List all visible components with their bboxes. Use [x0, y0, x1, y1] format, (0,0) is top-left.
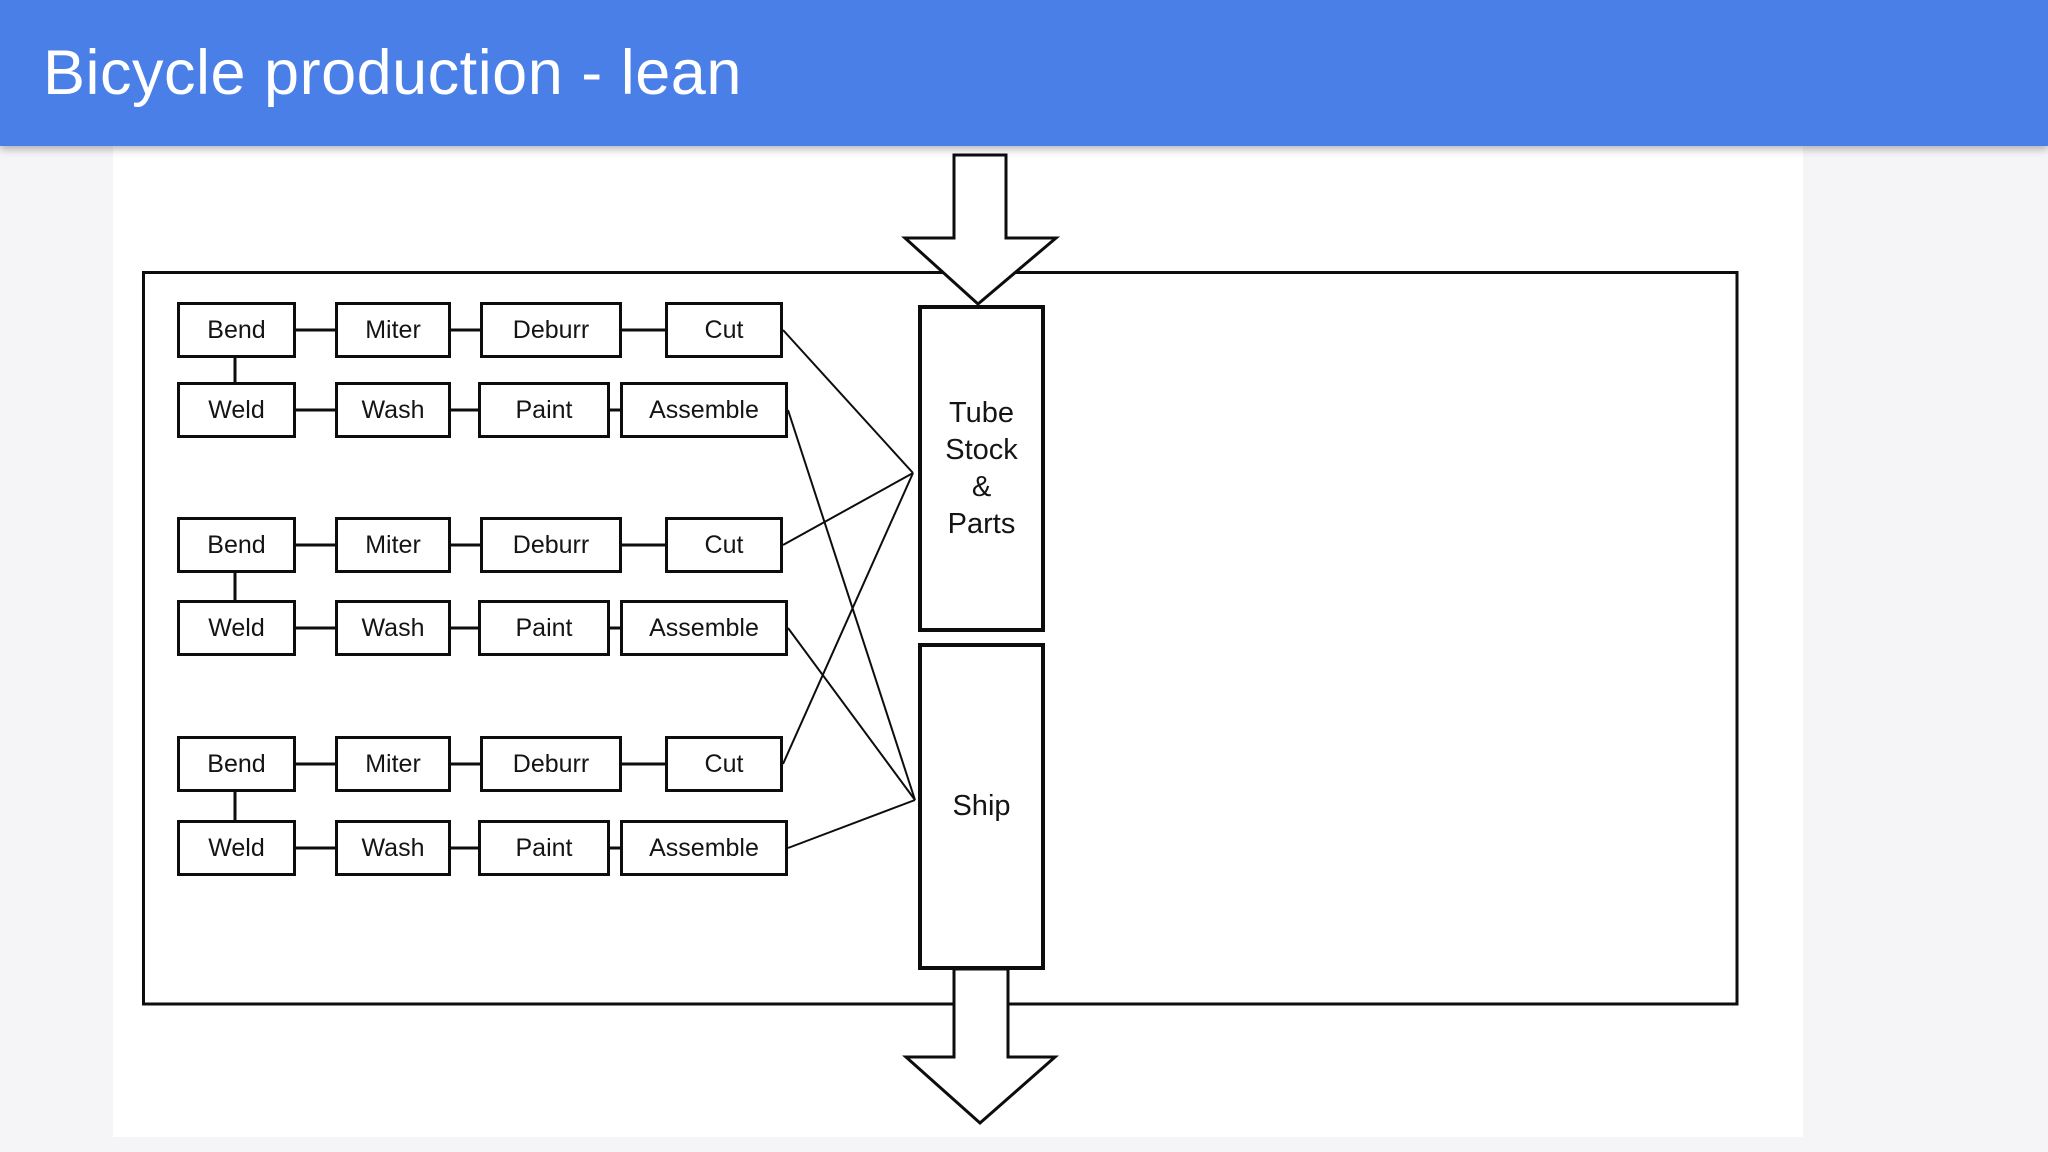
outbound-arrow-icon [902, 967, 1059, 1126]
process-box-wash: Wash [335, 600, 451, 656]
connector-line [782, 472, 914, 546]
box-label: Deburr [512, 749, 590, 778]
box-label: Wash [361, 613, 425, 642]
connector-line [782, 329, 914, 474]
hub-label-line: Parts [947, 507, 1016, 540]
process-box-deburr: Deburr [480, 302, 622, 358]
connector-line [787, 799, 916, 849]
page-title: Bicycle production - lean [43, 38, 742, 108]
process-box-paint: Paint [478, 382, 610, 438]
process-box-cut: Cut [665, 302, 783, 358]
box-label: Bend [207, 749, 266, 778]
box-label: Wash [361, 833, 425, 862]
box-label: Paint [515, 833, 573, 862]
box-label: Bend [207, 315, 266, 344]
hub-label-line: & [971, 470, 992, 503]
process-boundary-rect [142, 271, 1739, 1006]
process-box-assemble: Assemble [620, 382, 788, 438]
connector-line [782, 472, 914, 765]
box-label: Deburr [512, 530, 590, 559]
hub-label-line: Stock [945, 433, 1018, 466]
inbound-arrow-icon [901, 153, 1061, 306]
process-box-paint: Paint [478, 820, 610, 876]
box-label: Weld [208, 613, 265, 642]
hub-label-line: Tube [948, 396, 1015, 429]
connector-line [787, 627, 916, 801]
box-label: Assemble [649, 613, 759, 642]
box-label: Miter [365, 530, 421, 559]
process-box-miter: Miter [335, 736, 451, 792]
box-label: Deburr [512, 315, 590, 344]
box-label: Miter [365, 315, 421, 344]
process-box-cut: Cut [665, 736, 783, 792]
ship-box: Ship [918, 643, 1045, 970]
process-box-wash: Wash [335, 382, 451, 438]
box-label: Paint [515, 613, 573, 642]
process-box-assemble: Assemble [620, 820, 788, 876]
process-box-miter: Miter [335, 517, 451, 573]
process-box-assemble: Assemble [620, 600, 788, 656]
process-box-cut: Cut [665, 517, 783, 573]
process-box-deburr: Deburr [480, 736, 622, 792]
box-label: Assemble [649, 395, 759, 424]
box-label: Assemble [649, 833, 759, 862]
box-label: Cut [704, 530, 744, 559]
box-label: Miter [365, 749, 421, 778]
connector-line [787, 409, 916, 801]
box-label: Bend [207, 530, 266, 559]
connector-lines [233, 328, 916, 850]
app-header: Bicycle production - lean [0, 0, 2048, 146]
process-box-weld: Weld [177, 600, 296, 656]
hub-label-line: Ship [952, 790, 1011, 822]
process-box-wash: Wash [335, 820, 451, 876]
box-label: Wash [361, 395, 425, 424]
process-box-bend: Bend [177, 302, 296, 358]
process-box-bend: Bend [177, 736, 296, 792]
box-label: Weld [208, 833, 265, 862]
box-label: Cut [704, 315, 744, 344]
process-box-deburr: Deburr [480, 517, 622, 573]
process-box-paint: Paint [478, 600, 610, 656]
process-box-miter: Miter [335, 302, 451, 358]
process-box-bend: Bend [177, 517, 296, 573]
process-box-weld: Weld [177, 820, 296, 876]
box-label: Weld [208, 395, 265, 424]
box-label: Cut [704, 749, 744, 778]
process-box-weld: Weld [177, 382, 296, 438]
box-label: Paint [515, 395, 573, 424]
